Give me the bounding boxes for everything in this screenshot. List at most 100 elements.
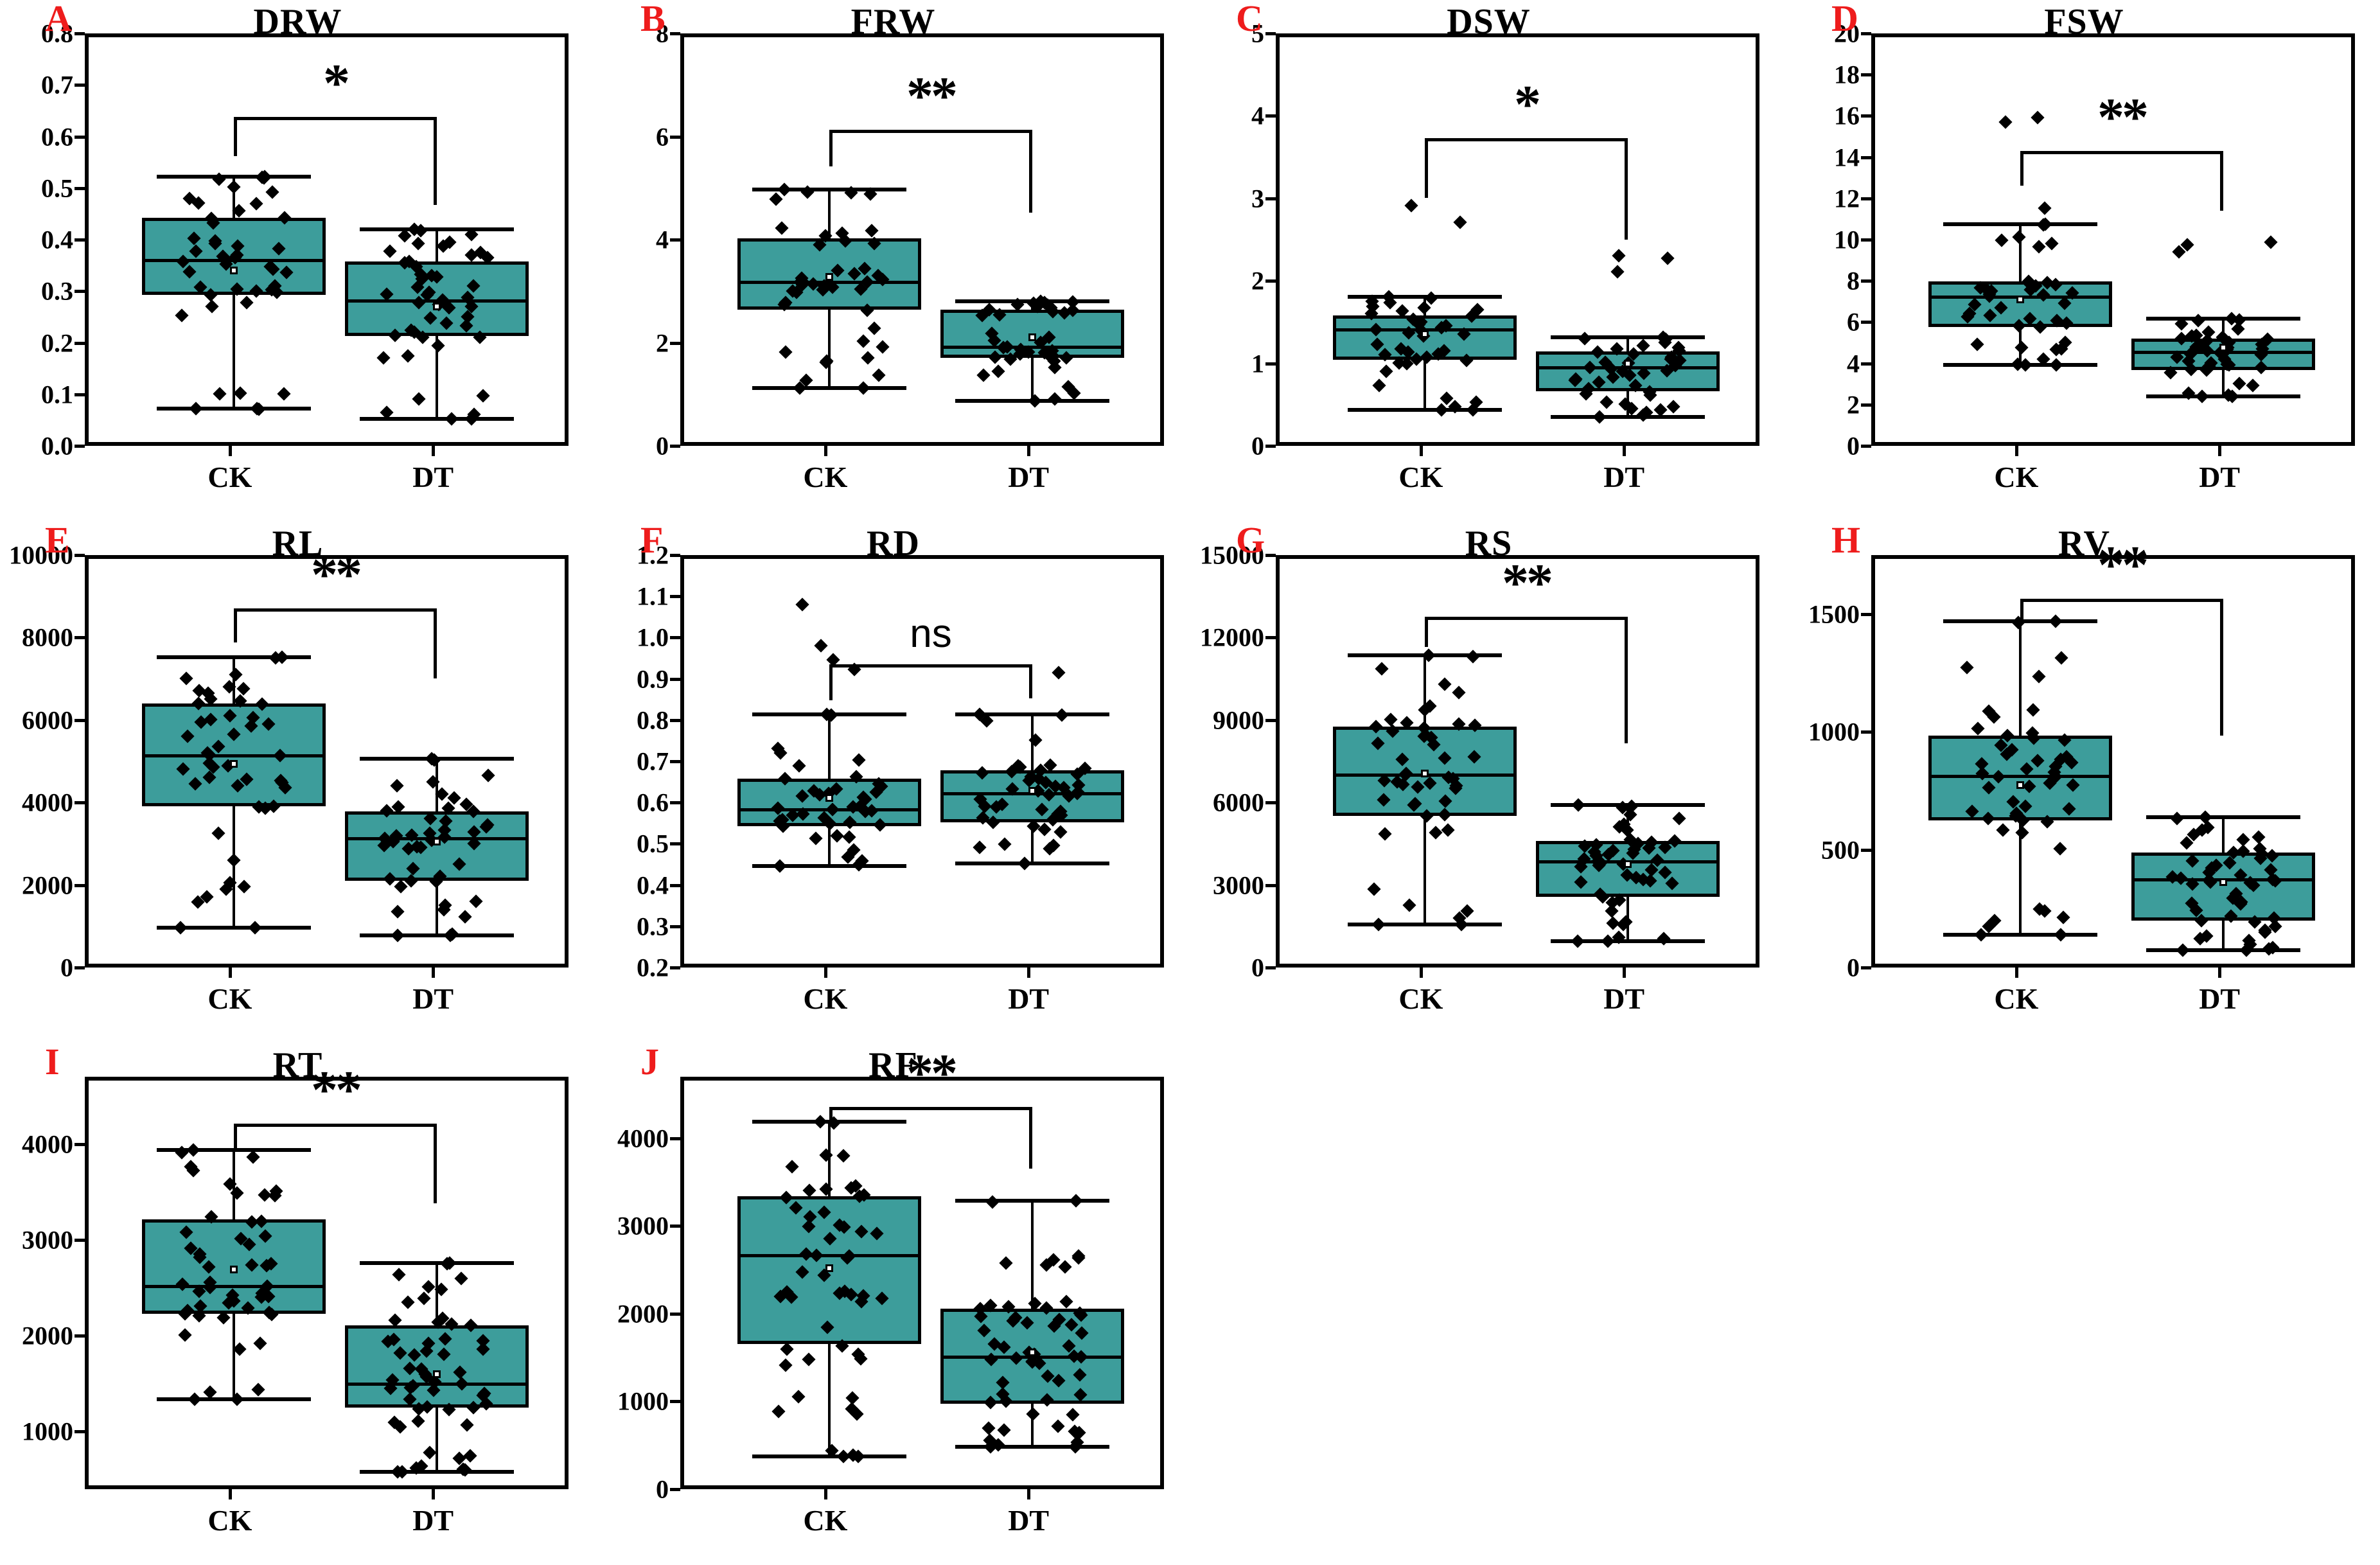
y-axis-tick-label: 0.7: [637, 747, 669, 776]
y-axis-tick-mark: [75, 554, 85, 557]
whisker-cap-upper: [2146, 815, 2301, 819]
panel-title-frw: FRW: [851, 2, 936, 42]
y-axis-tick-mark: [1861, 114, 1871, 118]
data-point: [1998, 115, 2013, 129]
y-axis-tick-mark: [670, 883, 680, 887]
data-point: [227, 853, 241, 867]
plot-area-a: *: [85, 33, 569, 446]
panel-letter-g: G: [1236, 519, 1265, 561]
y-axis-tick-mark: [1861, 403, 1871, 407]
y-axis-tick-label: 15000: [1200, 540, 1264, 570]
data-point: [1660, 251, 1675, 265]
data-point: [771, 1404, 786, 1419]
y-axis-tick-label: 0.2: [637, 953, 669, 982]
data-point: [842, 830, 856, 844]
y-axis-tick-mark: [670, 135, 680, 139]
data-point: [2038, 201, 2052, 216]
data-point: [417, 1291, 431, 1305]
data-point: [973, 840, 987, 854]
y-axis-tick-mark: [1265, 197, 1276, 200]
panel-letter-j: J: [640, 1041, 659, 1083]
data-point: [991, 364, 1005, 378]
data-point: [227, 180, 241, 194]
x-axis-label-ck: CK: [1398, 461, 1443, 493]
x-axis-label-dt: DT: [412, 1504, 454, 1537]
x-axis-label-dt: DT: [1603, 982, 1645, 1015]
panel-letter-i: I: [45, 1041, 60, 1083]
data-point: [1600, 394, 1614, 409]
data-point: [1571, 798, 1585, 812]
whisker-cap-lower: [955, 861, 1110, 865]
mean-marker: [229, 1266, 238, 1274]
x-axis-label-dt: DT: [2199, 461, 2241, 493]
whisker-cap-upper: [156, 1148, 312, 1153]
y-axis-tick-label: 0: [1847, 953, 1860, 982]
data-point: [2052, 842, 2067, 856]
x-axis-label-dt: DT: [1008, 982, 1050, 1015]
x-axis-label-dt: DT: [412, 461, 454, 493]
whisker-cap-lower: [156, 406, 312, 411]
data-point: [248, 921, 262, 935]
y-axis-tick-mark: [1861, 73, 1871, 77]
y-axis-tick-label: 9000: [1213, 705, 1264, 735]
mean-marker: [229, 266, 238, 274]
data-point: [1578, 332, 1592, 346]
plot-area-f: ns: [680, 555, 1164, 968]
significance-label: **: [2097, 535, 2149, 596]
y-axis-tick-label: 1.0: [637, 623, 669, 652]
data-point: [2031, 111, 2045, 125]
data-point: [1666, 400, 1680, 414]
data-point: [1452, 215, 1467, 229]
y-axis-tick-mark: [1861, 238, 1871, 242]
y-axis-tick-label: 10000: [9, 540, 73, 570]
data-point: [1053, 825, 1068, 839]
bracket-top-line: [233, 608, 437, 612]
data-point: [188, 1392, 202, 1406]
y-axis-tick-mark: [75, 966, 85, 969]
median-line: [141, 1284, 326, 1288]
data-point: [819, 1148, 833, 1162]
y-axis-tick-label: 2: [656, 328, 669, 357]
median-line: [737, 1253, 921, 1257]
x-axis-tick-mark: [824, 968, 827, 978]
data-point: [463, 1449, 477, 1463]
y-axis-tick-label: 0.8: [637, 705, 669, 735]
data-point: [1960, 660, 1974, 675]
y-axis-tick-label: 4000: [22, 788, 73, 817]
y-axis-tick-label: 0.5: [41, 173, 73, 203]
data-point: [2032, 240, 2046, 254]
data-point: [2054, 651, 2069, 665]
y-axis-tick-mark: [1861, 155, 1871, 159]
x-axis-tick-mark: [2014, 446, 2018, 456]
data-point: [2231, 322, 2245, 336]
data-point: [1052, 665, 1066, 680]
bracket-left-arm: [829, 130, 833, 166]
data-point: [1636, 339, 1650, 353]
x-axis-label-ck: CK: [207, 1504, 252, 1537]
y-axis-tick-mark: [670, 677, 680, 681]
data-point: [792, 759, 806, 773]
y-axis-tick-mark: [1265, 445, 1276, 448]
y-axis-tick-mark: [75, 341, 85, 345]
y-axis-tick-label: 0.7: [41, 70, 73, 100]
data-point: [1605, 904, 1619, 918]
bracket-right-arm: [2220, 599, 2224, 736]
data-point: [777, 182, 791, 197]
data-point: [175, 308, 190, 323]
significance-label: **: [906, 66, 958, 127]
x-axis-tick-mark: [1623, 968, 1626, 978]
y-axis-tick-mark: [75, 883, 85, 887]
data-point: [1571, 934, 1585, 948]
whisker-cap-lower: [1347, 408, 1503, 412]
plot-area-e: **: [85, 547, 569, 968]
whisker-cap-lower: [955, 1444, 1110, 1449]
data-point: [1059, 1295, 1073, 1309]
y-axis-tick-mark: [670, 238, 680, 242]
y-axis-tick-label: 2000: [22, 1321, 73, 1350]
bracket-left-arm: [2020, 150, 2023, 186]
